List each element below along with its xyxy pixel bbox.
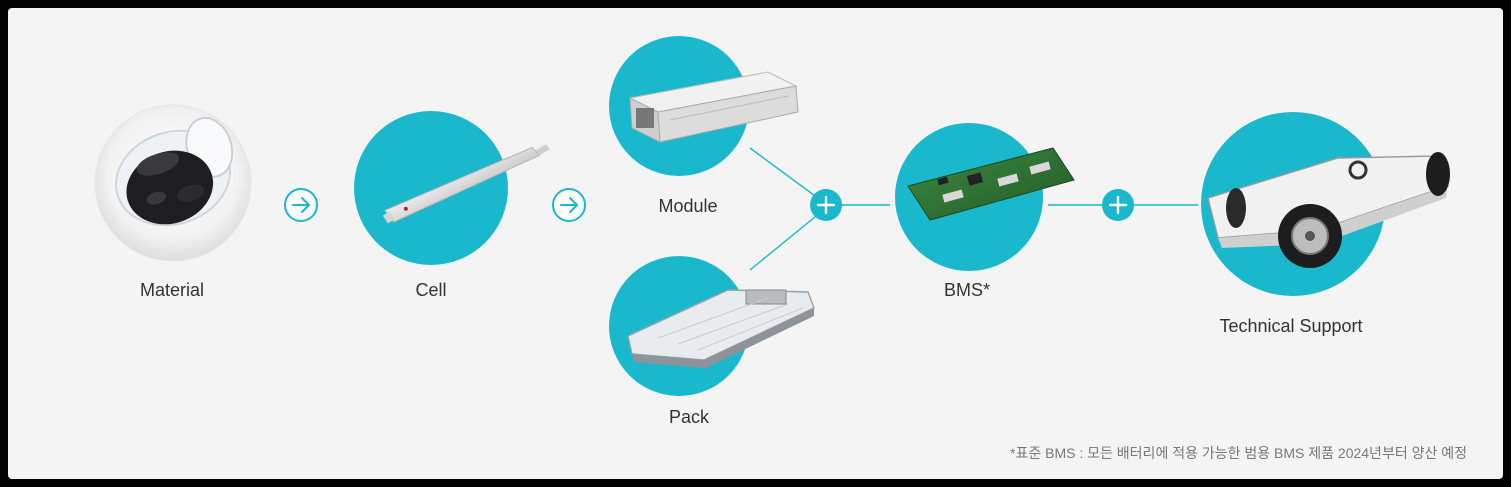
module-image [628,71,799,143]
arrow-right-icon [284,188,318,222]
material-node [94,104,252,262]
car-chassis-image [1207,152,1450,268]
cell-image [382,144,551,224]
footnote: *표준 BMS : 모든 배터리에 적용 가능한 범용 BMS 제품 2024년… [1010,445,1467,461]
bms-label: BMS* [943,280,990,300]
pack-connector-line [749,207,827,271]
connector-lines [749,147,1198,271]
diagram-panel: Material Cell Module Pack BMS* Technical… [8,8,1503,479]
bms-node [895,123,1075,271]
material-image [115,116,234,227]
material-label: Material [139,280,205,300]
plus-icon [1102,189,1134,221]
pack-label: Pack [668,407,710,427]
module-connector-line [749,147,827,205]
diagram-canvas [94,36,1450,396]
plus-icon [810,189,842,221]
module-node [609,36,799,176]
cell-node [354,111,551,265]
arrow-right-icon [552,188,586,222]
cell-label: Cell [415,280,447,300]
bms-image [907,147,1075,221]
pack-node [609,256,815,396]
technical-support-node [1201,112,1450,296]
module-label: Module [658,196,718,216]
technical-support-label: Technical Support [1219,316,1363,336]
pack-image [627,289,815,368]
